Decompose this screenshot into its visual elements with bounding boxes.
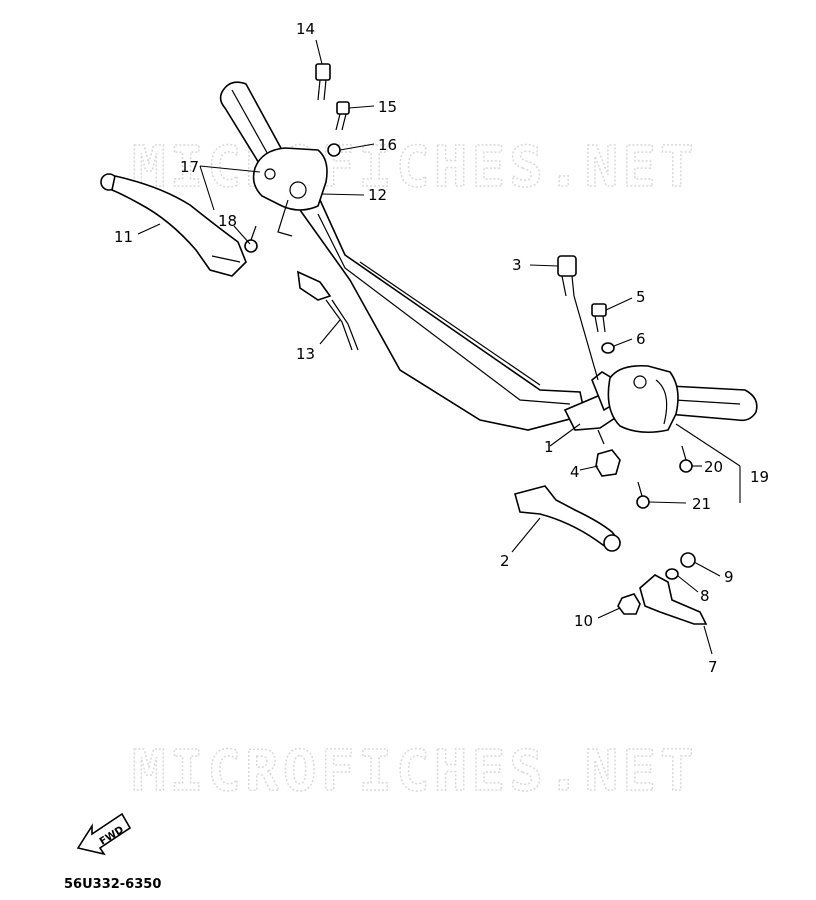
leader-lines <box>137 39 741 655</box>
callout-13: 13 <box>296 345 315 363</box>
callout-3: 3 <box>512 256 522 274</box>
nut-10 <box>617 593 641 615</box>
callout-12: 12 <box>368 186 387 204</box>
forward-arrow: FWD <box>76 812 132 856</box>
callout-9: 9 <box>724 568 734 586</box>
callout-10: 10 <box>574 612 593 630</box>
callout-labels: 1 2 3 4 5 6 7 8 9 10 11 12 13 14 15 16 1… <box>114 20 769 676</box>
right-lever-holder <box>563 371 616 445</box>
clutch-lever <box>100 173 247 277</box>
callout-5: 5 <box>636 288 646 306</box>
cable-switch-13 <box>297 270 359 351</box>
diagram-code: 56U332-6350 <box>64 877 161 892</box>
handlebar <box>298 198 586 431</box>
callout-4: 4 <box>570 463 580 481</box>
callout-7: 7 <box>708 658 718 676</box>
callout-2: 2 <box>500 552 510 570</box>
master-cylinder-assembly <box>607 364 679 434</box>
bolt-3 <box>557 255 599 381</box>
callout-15: 15 <box>378 98 397 116</box>
washer-6 <box>601 342 615 354</box>
bolt-9 <box>680 552 696 568</box>
left-lever-holder <box>252 147 328 237</box>
bolt-15 <box>335 101 350 131</box>
lever-7 <box>639 574 708 625</box>
screw-21 <box>636 481 650 509</box>
callout-21: 21 <box>692 495 711 513</box>
brake-lever <box>514 485 622 552</box>
bolt-18 <box>244 225 258 253</box>
callout-8: 8 <box>700 587 710 605</box>
bolt-14 <box>315 63 331 101</box>
callout-1: 1 <box>544 438 554 456</box>
watermark-bottom: MICROFICHES.NET <box>132 739 698 804</box>
callout-11: 11 <box>114 228 133 246</box>
nut-16 <box>327 143 341 157</box>
right-grip <box>667 385 758 422</box>
callout-18: 18 <box>218 212 237 230</box>
bolt-5 <box>591 303 607 333</box>
callout-16: 16 <box>378 136 397 154</box>
watermark-top: MICROFICHES.NET <box>132 135 698 200</box>
screw-20 <box>679 445 693 473</box>
callout-20: 20 <box>704 458 723 476</box>
spring-8 <box>665 568 679 580</box>
callout-17: 17 <box>180 158 199 176</box>
callout-19: 19 <box>750 468 769 486</box>
callout-6: 6 <box>636 330 646 348</box>
nut-4 <box>595 449 621 477</box>
callout-14: 14 <box>296 20 315 38</box>
